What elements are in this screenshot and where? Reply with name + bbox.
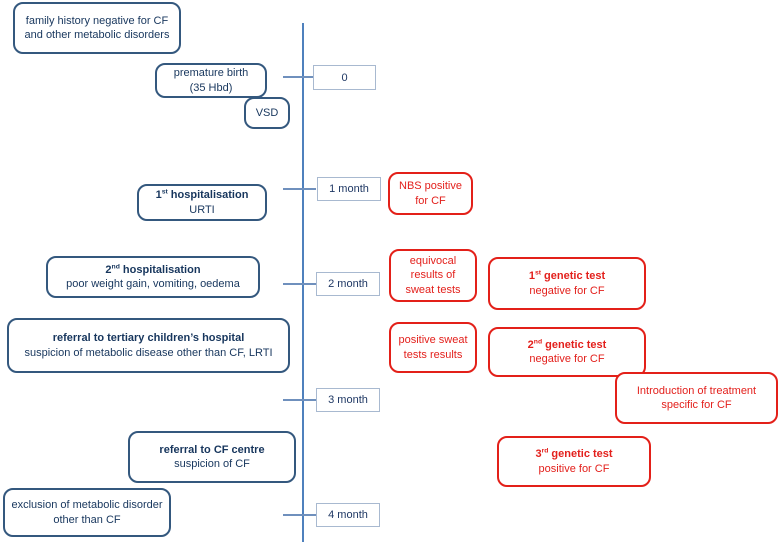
event-subtitle: negative for CF (529, 284, 605, 297)
milestone-text: 0 (341, 71, 348, 84)
event-title: referral to tertiary children’s hospital (52, 332, 245, 345)
event-second-genetic-test: 2nd genetic test negative for CF (488, 327, 646, 377)
event-text: positive sweat tests results (398, 334, 468, 361)
timeline-tick-2month (283, 283, 316, 285)
event-first-genetic-test: 1st genetic test negative for CF (488, 257, 646, 310)
milestone-text: 1 month (329, 183, 369, 195)
event-third-genetic-test: 3rd genetic test positive for CF (497, 436, 651, 487)
event-title: 1st genetic test (528, 269, 606, 283)
milestone-label-1month: 1 month (317, 177, 381, 201)
milestone-label-3month: 3 month (316, 388, 380, 412)
event-referral-tertiary-hospital: referral to tertiary children’s hospital… (7, 318, 290, 373)
timeline-tick-1month (283, 188, 316, 190)
timeline-tick-4month (283, 514, 316, 516)
event-subtitle: negative for CF (529, 353, 605, 365)
event-vsd: VSD (244, 97, 290, 129)
event-text: exclusion of metabolic disorder other th… (11, 499, 163, 526)
event-title: 2nd genetic test (527, 338, 607, 351)
event-second-hospitalisation: 2nd hospitalisation poor weight gain, vo… (46, 256, 260, 298)
event-subtitle: URTI (189, 203, 215, 216)
event-title: 3rd genetic test (535, 447, 613, 461)
timeline-axis-line (302, 23, 304, 542)
event-subtitle: positive for CF (538, 462, 610, 475)
milestone-label-4month: 4 month (316, 503, 380, 527)
event-text: equivocal results of sweat tests (405, 255, 461, 296)
milestone-label-0: 0 (313, 65, 376, 90)
event-text: family history negative for CF and other… (24, 14, 170, 41)
milestone-text: 4 month (328, 509, 368, 521)
event-title: 1st hospitalisation (155, 188, 249, 202)
event-text: VSD (255, 106, 279, 119)
timeline-tick-3month (283, 399, 316, 401)
event-text: NBS positive for CF (399, 180, 462, 207)
event-text: Introduction of treatment specific for C… (636, 384, 757, 411)
event-nbs-positive: NBS positive for CF (388, 172, 473, 215)
event-text: premature birth (173, 67, 249, 80)
timeline-tick-0 (283, 76, 316, 78)
event-first-hospitalisation: 1st hospitalisation URTI (137, 184, 267, 221)
event-treatment-introduction: Introduction of treatment specific for C… (615, 372, 778, 424)
milestone-text: 3 month (328, 394, 368, 406)
event-title: 2nd hospitalisation (105, 263, 201, 276)
event-referral-cf-centre: referral to CF centre suspicion of CF (128, 431, 296, 483)
event-subtitle: suspicion of metabolic disease other tha… (24, 346, 273, 359)
event-text: (35 Hbd) (189, 81, 233, 94)
event-premature-birth: premature birth (35 Hbd) (155, 63, 267, 98)
event-equivocal-sweat-tests: equivocal results of sweat tests (389, 249, 477, 302)
event-exclusion-metabolic: exclusion of metabolic disorder other th… (3, 488, 171, 537)
milestone-label-2month: 2 month (316, 272, 380, 296)
event-positive-sweat-tests: positive sweat tests results (389, 322, 477, 373)
event-family-history: family history negative for CF and other… (13, 2, 181, 54)
event-subtitle: poor weight gain, vomiting, oedema (66, 278, 240, 290)
milestone-text: 2 month (328, 278, 368, 290)
event-title: referral to CF centre (159, 443, 265, 456)
event-subtitle: suspicion of CF (174, 458, 250, 470)
